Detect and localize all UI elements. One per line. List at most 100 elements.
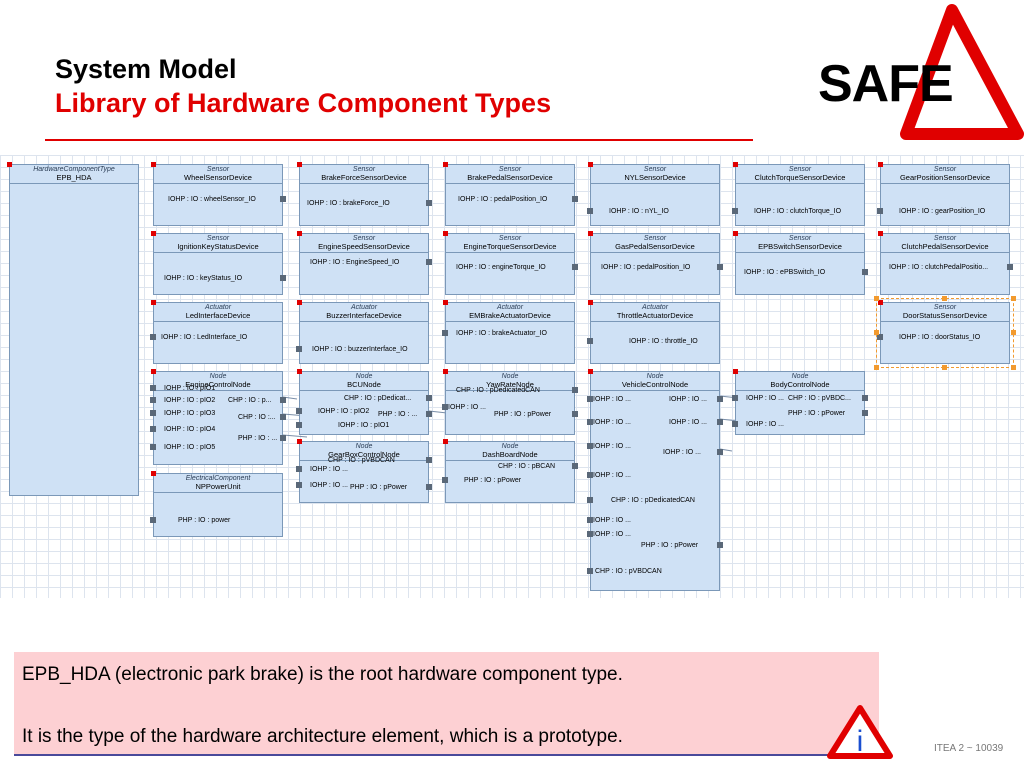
port-pin[interactable] [717,396,723,402]
port-pin[interactable] [587,497,593,503]
port-pin[interactable] [587,419,593,425]
selection-handle[interactable] [942,365,947,370]
port-pin[interactable] [280,397,286,403]
port-pin[interactable] [426,200,432,206]
component-name: EMBrakeActuatorDevice [469,311,551,320]
port-pin[interactable] [296,466,302,472]
selection-handle[interactable] [874,365,879,370]
port-pin[interactable] [150,517,156,523]
selection-handle[interactable] [874,296,879,301]
selection-handle[interactable] [1011,330,1016,335]
port-pin[interactable] [296,346,302,352]
port-pin[interactable] [280,275,286,281]
port-pin[interactable] [717,419,723,425]
port-pin[interactable] [862,269,868,275]
port-pin[interactable] [717,542,723,548]
selection-handle[interactable] [874,330,879,335]
port-pin[interactable] [296,482,302,488]
port-pin[interactable] [426,484,432,490]
port-pin[interactable] [426,411,432,417]
port-pin[interactable] [150,385,156,391]
selection-handle[interactable] [942,296,947,301]
port-pin[interactable] [296,422,302,428]
port-pin[interactable] [587,443,593,449]
port-pin[interactable] [587,568,593,574]
port-pin[interactable] [150,444,156,450]
port-label: IOHP : IO ... [593,396,631,403]
port-pin[interactable] [587,338,593,344]
port-label: IOHP : IO : doorStatus_IO [899,334,981,341]
port-pin[interactable] [572,387,578,393]
port-pin[interactable] [1007,264,1013,270]
port-pin[interactable] [426,457,432,463]
port-pin[interactable] [150,397,156,403]
port-pin[interactable] [426,395,432,401]
port-pin[interactable] [572,411,578,417]
port-pin[interactable] [862,410,868,416]
port-pin[interactable] [442,330,448,336]
port-pin[interactable] [280,196,286,202]
port-pin[interactable] [442,477,448,483]
port-pin[interactable] [587,517,593,523]
port-label: CHP : IO : pDedicatedCAN [456,387,540,394]
port-pin[interactable] [442,404,448,410]
port-pin[interactable] [587,208,593,214]
port-pin[interactable] [572,196,578,202]
selection-handle[interactable] [1011,365,1016,370]
port-pin[interactable] [280,414,286,420]
port-pin[interactable] [587,531,593,537]
port-pin[interactable] [717,264,723,270]
port-pin[interactable] [150,426,156,432]
port-pin[interactable] [280,435,286,441]
port-pin[interactable] [877,334,883,340]
port-connector-line [428,410,448,414]
port-pin[interactable] [862,395,868,401]
port-label: IOHP : IO ... [663,449,701,456]
port-label: IOHP : IO : pedalPosition_IO [458,196,548,203]
selection-handle[interactable] [1011,296,1016,301]
component-marker [588,300,593,305]
port-pin[interactable] [572,463,578,469]
port-pin[interactable] [296,408,302,414]
port-pin[interactable] [877,208,883,214]
port-pin[interactable] [732,208,738,214]
port-pin[interactable] [587,472,593,478]
port-pin[interactable] [732,421,738,427]
port-pin[interactable] [717,449,723,455]
port-pin[interactable] [732,395,738,401]
port-pin[interactable] [426,259,432,265]
port-pin[interactable] [150,334,156,340]
port-label: IOHP : IO ... [593,472,631,479]
info-icon[interactable]: i [826,704,894,760]
port-pin[interactable] [587,396,593,402]
port-pin[interactable] [150,410,156,416]
port-pin[interactable] [572,264,578,270]
